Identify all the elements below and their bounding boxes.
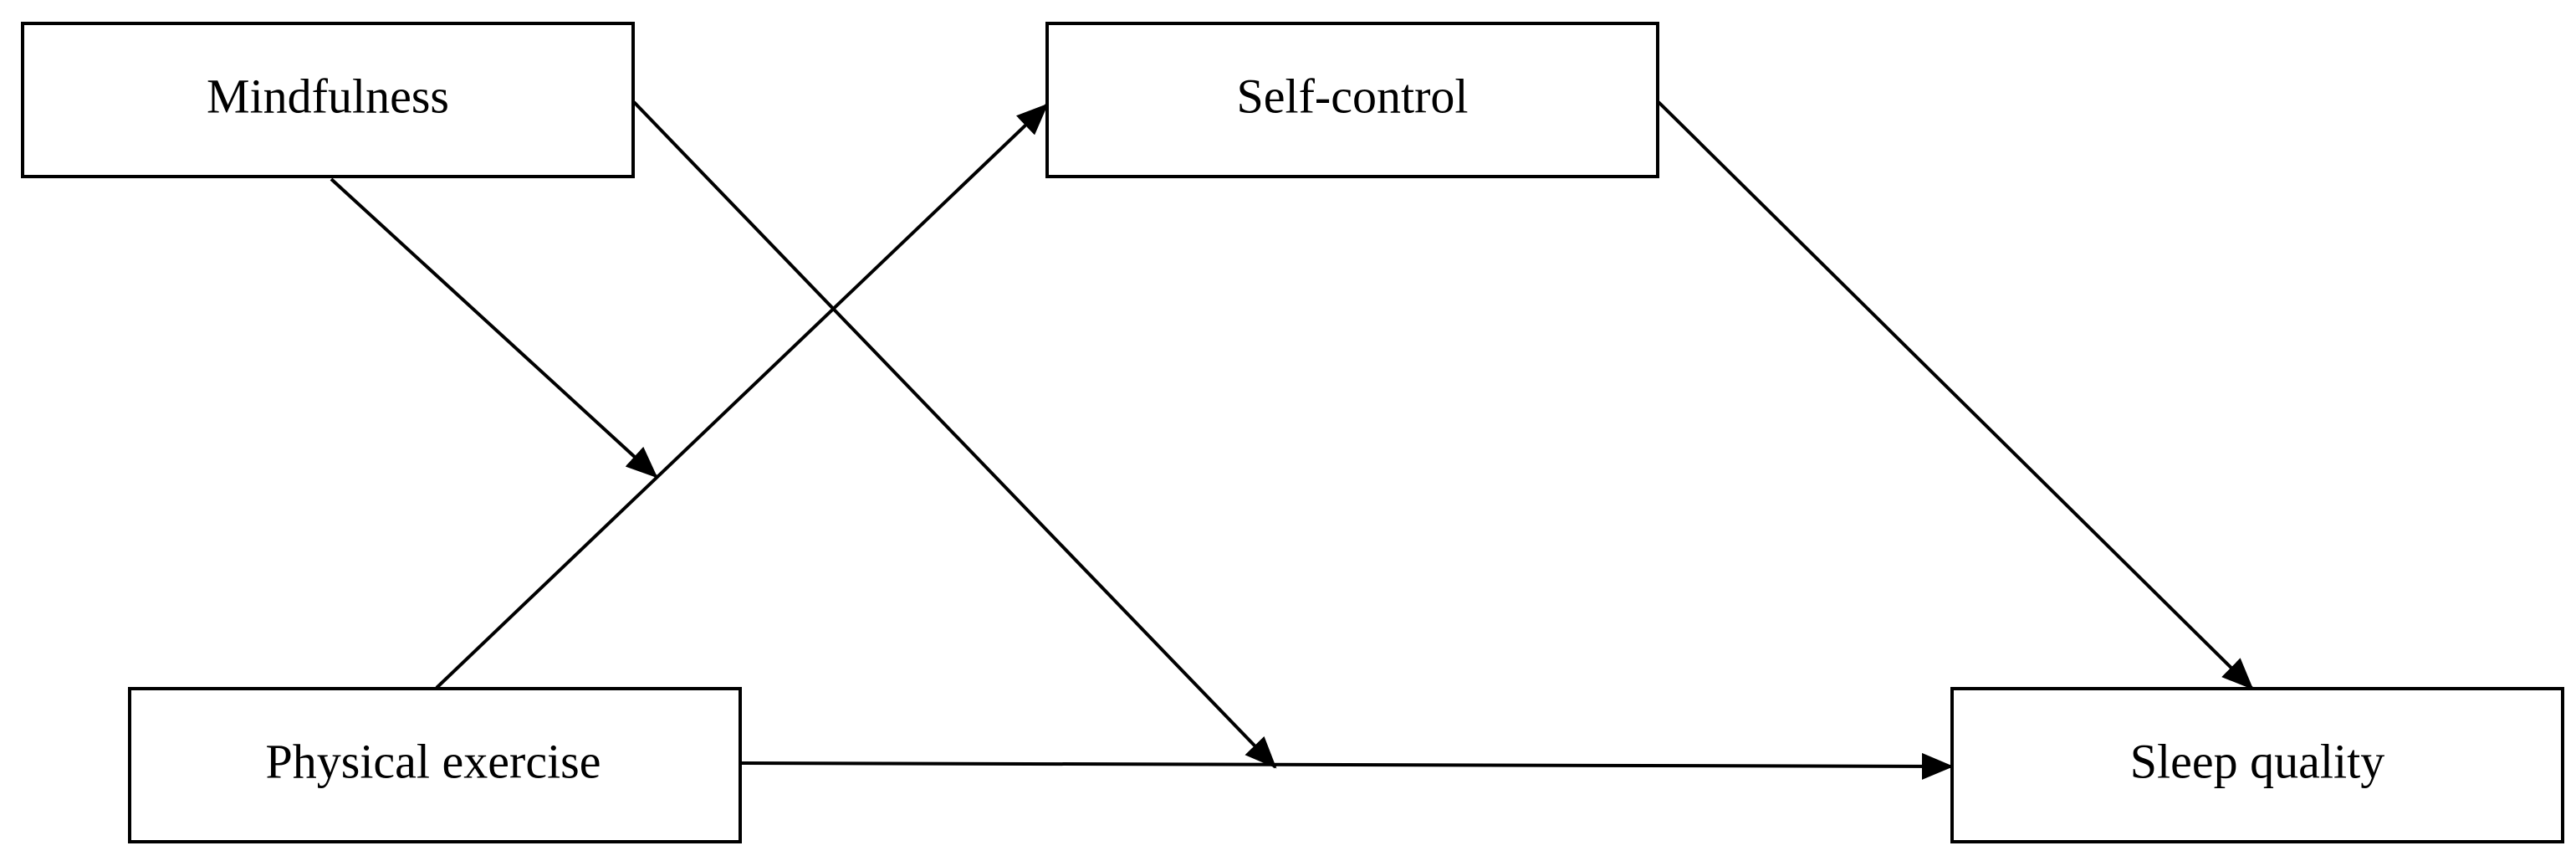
node-physical-exercise: Physical exercise [128, 687, 742, 843]
edge-physical-exercise-to-sleep-quality [740, 752, 1954, 780]
node-mindfulness: Mindfulness [21, 22, 635, 178]
node-physical-exercise-box [128, 687, 742, 843]
edge-self-control-to-sleep-quality [1657, 100, 2254, 690]
node-self-control-box [1045, 22, 1659, 178]
node-sleep-quality-box [1950, 687, 2564, 843]
node-physical-exercise-label: Physical exercise [265, 734, 601, 788]
node-sleep-quality-label: Sleep quality [2130, 734, 2384, 788]
node-mindfulness-box [21, 22, 635, 178]
edge-mindfulness-moderates-a-path [330, 177, 658, 479]
edge-mindfulness-moderates-direct-path [632, 100, 1277, 769]
edge-physical-exercise-to-self-control [435, 103, 1049, 689]
node-self-control-label: Self-control [1236, 69, 1468, 123]
node-mindfulness-label: Mindfulness [207, 69, 449, 123]
node-sleep-quality: Sleep quality [1950, 687, 2564, 843]
node-self-control: Self-control [1045, 22, 1659, 178]
